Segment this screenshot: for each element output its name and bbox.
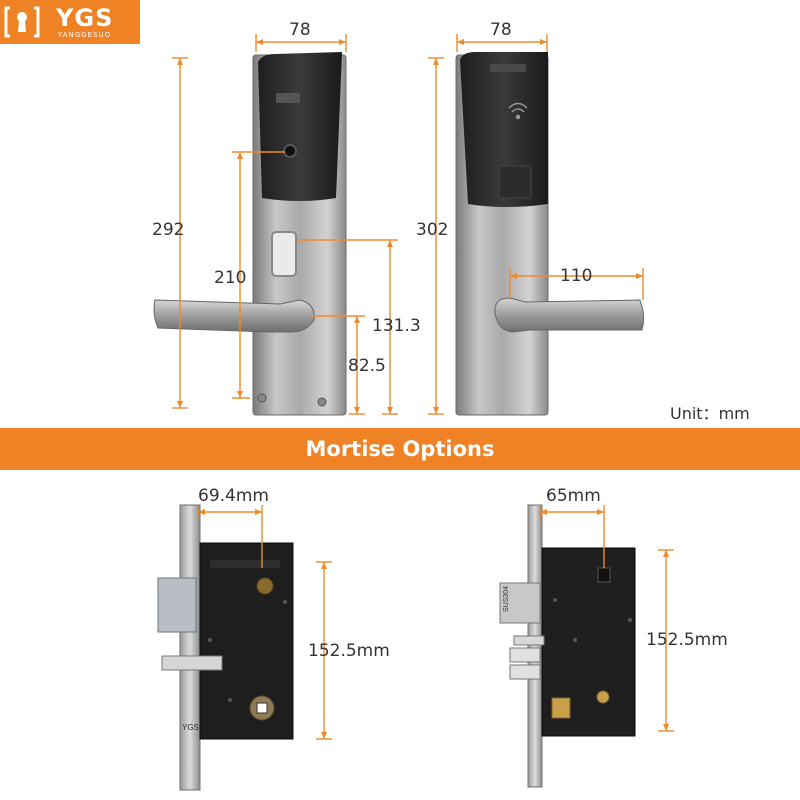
unit-label: Unit：mm	[670, 404, 750, 423]
thumb-to-bottom-label: 131.3	[372, 316, 421, 336]
back-lever-handle	[494, 297, 645, 333]
thumb-turn	[271, 231, 297, 277]
dimension-lines	[172, 34, 644, 415]
back-width-label: 78	[490, 20, 512, 40]
card-to-bottom-label: 210	[214, 268, 247, 288]
key-cover	[498, 165, 532, 199]
keyhole-logo-icon	[4, 6, 40, 38]
handle-to-bottom-label: 82.5	[348, 356, 386, 376]
spindle-hub	[551, 697, 571, 719]
mortise-dimension-arrows	[198, 509, 669, 739]
front-logo-badge	[276, 93, 300, 103]
mortise-options-banner: Mortise Options	[0, 428, 800, 470]
right-backset-label: 65mm	[546, 486, 601, 506]
brand-name: YGS	[56, 4, 114, 32]
brand-logo: YGS YANGGESUO	[0, 0, 140, 44]
right-mortise-height-label: 152.5mm	[646, 630, 728, 650]
deadbolt	[499, 582, 541, 624]
cylinder-hole	[256, 577, 274, 595]
deadbolt	[157, 577, 197, 633]
back-height-label: 302	[416, 220, 449, 240]
left-backset-label: 69.4mm	[198, 486, 269, 506]
front-lock	[153, 52, 347, 416]
section-title: Mortise Options	[305, 437, 495, 461]
faceplate-mark-right: SUS304	[503, 586, 510, 612]
mortise-right: SUS304	[499, 504, 636, 788]
trigger-bolt	[513, 635, 545, 646]
brand-subtitle: YANGGESUO	[58, 31, 112, 39]
dimension-arrows	[177, 39, 643, 414]
card-slot	[490, 64, 526, 72]
left-mortise-height-label: 152.5mm	[308, 641, 390, 661]
mortise-left: YGS	[157, 504, 294, 791]
front-height-label: 292	[152, 220, 185, 240]
keyhole-icon	[283, 144, 297, 158]
front-width-label: 78	[289, 20, 311, 40]
back-lock	[455, 52, 645, 416]
latch-bolt	[509, 647, 541, 663]
handle-length-label: 110	[560, 266, 593, 286]
faceplate-mark-left: YGS	[182, 723, 199, 732]
rfid-icon	[508, 102, 528, 120]
latch-bolt	[161, 655, 223, 671]
front-lever-handle	[153, 299, 315, 333]
